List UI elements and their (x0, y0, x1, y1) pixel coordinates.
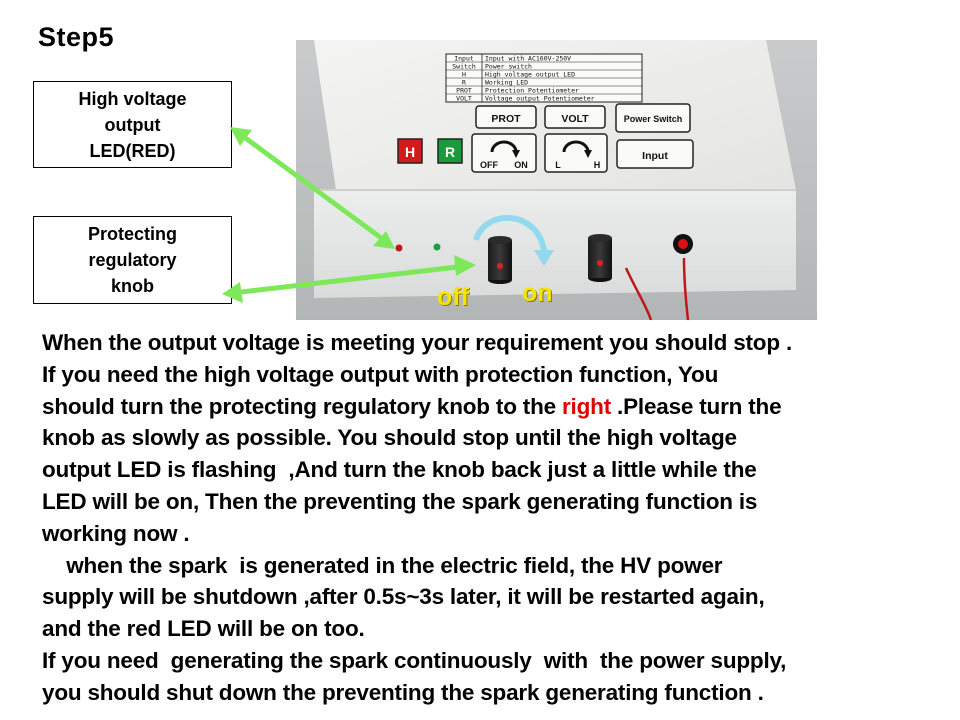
text-right-highlight: right (562, 393, 611, 419)
prot-label-box: PROT (475, 105, 537, 129)
label-table-key-1: Switch (452, 63, 476, 71)
protecting-knob[interactable] (488, 236, 512, 284)
callout-protecting-knob-text: Protecting regulatory knob (87, 224, 177, 296)
callout-high-voltage-led-text: High voltage output LED(RED) (78, 88, 187, 161)
text-line-11: If you need generating the spark continu… (42, 647, 787, 673)
label-table-val-0: Input with AC160V-250V (485, 55, 571, 63)
label-table-val-3: Working LED (485, 79, 528, 87)
text-line-7: working now . (42, 520, 190, 546)
text-line-4: knob as slowly as possible. You should s… (42, 425, 737, 451)
prot-on-label: ON (514, 160, 528, 170)
red-wire-right (682, 257, 690, 320)
input-label-box: Input (616, 139, 694, 169)
text-line-5: output LED is flashing ,And turn the kno… (42, 457, 757, 483)
text-line-12: you should shut down the preventing the … (42, 679, 764, 705)
text-line-3-b: .Please turn the (611, 393, 782, 419)
voltage-knob[interactable] (588, 234, 612, 282)
callout-protecting-knob: Protecting regulatory knob (33, 216, 232, 304)
text-line-6: LED will be on, Then the preventing the … (42, 488, 758, 514)
power-switch-label: Power Switch (624, 114, 683, 124)
label-table-key-2: H (462, 71, 466, 79)
prot-direction-box: OFF ON (471, 133, 537, 173)
volt-direction-box: L H (544, 133, 608, 173)
working-led (433, 243, 441, 251)
text-line-3: should turn the protecting regulatory kn… (42, 391, 952, 423)
label-table-val-2: High voltage output LED (485, 71, 575, 79)
r-label: R (445, 144, 455, 160)
prot-label: PROT (491, 113, 521, 125)
prot-arrow-icon (490, 140, 518, 153)
off-overlay-label: off (437, 283, 469, 311)
r-indicator-box: R (437, 138, 463, 164)
text-line-10: and the red LED will be on too. (42, 616, 365, 642)
high-voltage-led (395, 244, 403, 252)
power-switch[interactable] (673, 234, 693, 254)
label-table-val-4: Protection Potentiometer (485, 87, 579, 95)
label-table-key-0: Input (454, 55, 474, 63)
volt-label: VOLT (561, 113, 589, 125)
arrow-to-hv-led-icon (230, 127, 395, 249)
label-table-key-4: PROT (456, 87, 472, 95)
rotation-arrowhead-icon (534, 250, 554, 266)
text-line-8: when the spark is generated in the elect… (42, 552, 723, 578)
input-label: Input (642, 150, 668, 162)
label-table: Input Input with AC160V-250V Switch Powe… (445, 53, 643, 103)
annotation-arrows (222, 127, 476, 303)
label-table-val-1: Power switch (485, 63, 532, 71)
h-label: H (405, 144, 415, 160)
label-table-val-5: Voltage output Potentiometer (485, 95, 595, 103)
volt-h-label: H (594, 160, 601, 170)
rotation-arc-icon (473, 215, 547, 251)
text-line-1: When the output voltage is meeting your … (42, 330, 792, 355)
label-table-key-3: R (462, 79, 466, 87)
text-line-3-a: should turn the protecting regulatory kn… (42, 393, 562, 419)
step-title: Step5 (38, 22, 115, 52)
volt-arrow-icon (562, 140, 590, 153)
prot-off-label: OFF (480, 160, 498, 170)
arrow-to-knob-icon (222, 255, 476, 303)
volt-l-label: L (555, 160, 561, 170)
h-indicator-box: H (397, 138, 423, 164)
volt-label-box: VOLT (544, 105, 606, 129)
label-table-key-5: VOLT (456, 95, 472, 103)
on-overlay-label: on (522, 279, 553, 307)
red-wire-left (624, 267, 653, 320)
text-line-2: If you need the high voltage output with… (42, 361, 719, 387)
callout-high-voltage-led: High voltage output LED(RED) (33, 81, 232, 168)
instruction-text: When the output voltage is meeting your … (42, 327, 952, 709)
text-line-9: supply will be shutdown ,after 0.5s~3s l… (42, 584, 765, 610)
power-switch-label-box: Power Switch (615, 103, 691, 133)
